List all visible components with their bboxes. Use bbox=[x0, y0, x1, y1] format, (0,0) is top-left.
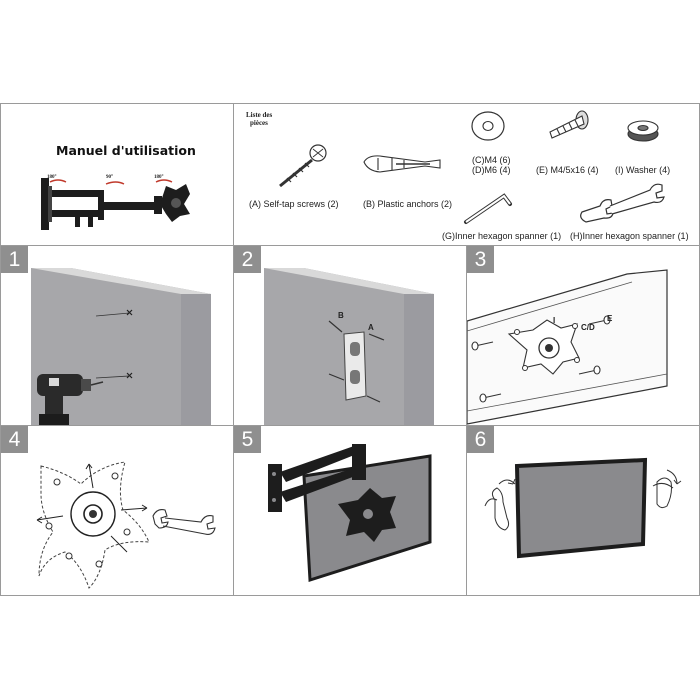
grid-line-left bbox=[0, 103, 1, 595]
part-label-g: (G)Inner hexagon spanner (1) bbox=[442, 231, 562, 241]
grid-line-col1 bbox=[233, 103, 234, 595]
step-3-panel: I C/D E bbox=[467, 246, 699, 425]
part-label-a: (A) Self-tap screws (2) bbox=[249, 199, 339, 209]
step-3-badge: 3 bbox=[467, 246, 494, 273]
step-3-callout-cd: C/D bbox=[581, 323, 595, 332]
part-label-i: (I) Washer (4) bbox=[615, 165, 671, 175]
washer-i-drawing bbox=[627, 120, 659, 142]
step-2-callout-a: A bbox=[368, 323, 374, 332]
arm-angle-left: 180° bbox=[47, 175, 57, 180]
step-2-badge: 2 bbox=[234, 246, 261, 273]
part-label-d: (D)M6 (4) bbox=[472, 165, 511, 175]
part-label-c: (C)M4 (6) bbox=[472, 155, 511, 165]
washer-c-drawing bbox=[471, 111, 505, 141]
manual-title: Manuel d'utilisation bbox=[56, 143, 196, 158]
grid-line-bottom bbox=[0, 595, 700, 596]
step-2-callout-b: B bbox=[338, 311, 344, 320]
step-3-callout-i: I bbox=[553, 316, 556, 325]
plastic-anchor-drawing bbox=[363, 155, 441, 173]
grid-line-top bbox=[0, 103, 700, 104]
step-3-callout-e: E bbox=[607, 314, 613, 323]
step-2-panel: B A bbox=[234, 246, 466, 425]
part-label-b: (B) Plastic anchors (2) bbox=[363, 199, 453, 209]
self-tap-screw-drawing bbox=[279, 144, 327, 188]
step-1-panel bbox=[1, 246, 233, 425]
bolt-e-drawing bbox=[549, 110, 589, 139]
parts-heading-line1: Liste des bbox=[246, 111, 273, 119]
step-6-badge: 6 bbox=[467, 426, 494, 453]
part-label-e: (E) M4/5x16 (4) bbox=[536, 165, 599, 175]
step-4-badge: 4 bbox=[1, 426, 28, 453]
step-4-panel bbox=[1, 426, 233, 595]
grid-line-row1 bbox=[0, 245, 700, 246]
wall-arm-drawing bbox=[41, 178, 190, 230]
spanner-drawing bbox=[580, 183, 665, 223]
step-5-badge: 5 bbox=[234, 426, 261, 453]
grid-line-row2 bbox=[0, 425, 700, 426]
step-1-badge: 1 bbox=[1, 246, 28, 273]
arm-angle-right: 180° bbox=[154, 175, 164, 180]
parts-heading-line2: pièces bbox=[250, 119, 268, 127]
step-5-panel bbox=[234, 426, 466, 595]
part-label-h: (H)Inner hexagon spanner (1) bbox=[570, 231, 689, 241]
arm-angle-middle: 90° bbox=[106, 175, 113, 180]
step-6-panel bbox=[467, 426, 699, 595]
